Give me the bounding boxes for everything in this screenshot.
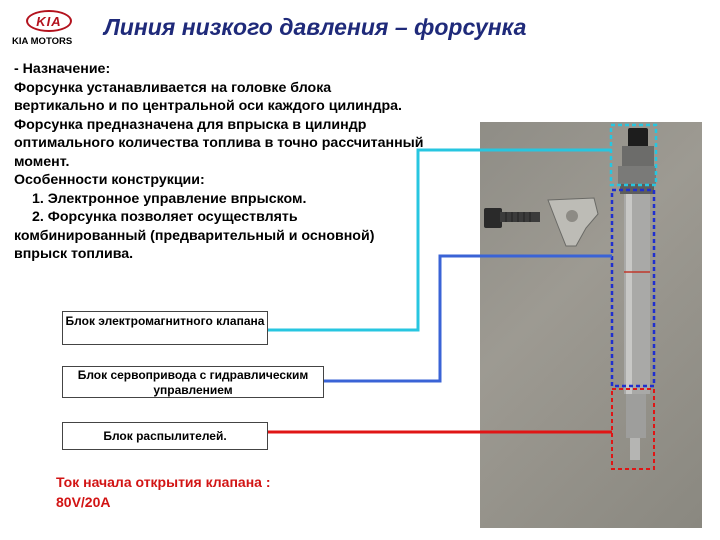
clamp-part xyxy=(547,197,599,247)
nozzle-region-frame xyxy=(611,388,655,470)
kia-motors-wordmark: KIA MOTORS xyxy=(12,36,73,47)
valve-current-value: 80V/20A xyxy=(56,494,111,510)
kia-logo: KIA KIA MOTORS xyxy=(12,10,90,52)
injector-part xyxy=(618,128,656,460)
feature-item-2: 2. Форсунка позволяет осуществлять комби… xyxy=(14,209,375,262)
nozzle-unit-label: Блок распылителей. xyxy=(62,422,268,450)
slide-title: Линия низкого давления – форсунка xyxy=(104,14,527,40)
description-block: - Назначение: Форсунка устанавливается н… xyxy=(14,60,424,264)
valve-current-note: Ток начала открытия клапана : 80V/20A xyxy=(56,472,270,512)
servo-region-frame xyxy=(610,188,656,388)
feature-item-1: 1. Электронное управление впрыском. xyxy=(32,190,307,207)
valve-current-text: Ток начала открытия клапана : xyxy=(56,474,271,490)
servo-unit-label: Блок сервопривода с гидравлическим управ… xyxy=(62,366,324,398)
kia-emblem: KIA xyxy=(26,10,72,32)
solenoid-region-frame xyxy=(609,123,658,187)
purpose-text: Форсунка устанавливается на головке блок… xyxy=(14,79,424,170)
bolt-part xyxy=(484,208,540,228)
servo-connector-line xyxy=(324,254,612,383)
features-heading: Особенности конструкции: xyxy=(14,172,205,188)
injector-photo xyxy=(480,122,702,528)
solenoid-connector-line xyxy=(268,148,611,332)
solenoid-valve-label: Блок электромагнитного клапана xyxy=(62,311,268,345)
purpose-heading: - Назначение: xyxy=(14,61,111,77)
